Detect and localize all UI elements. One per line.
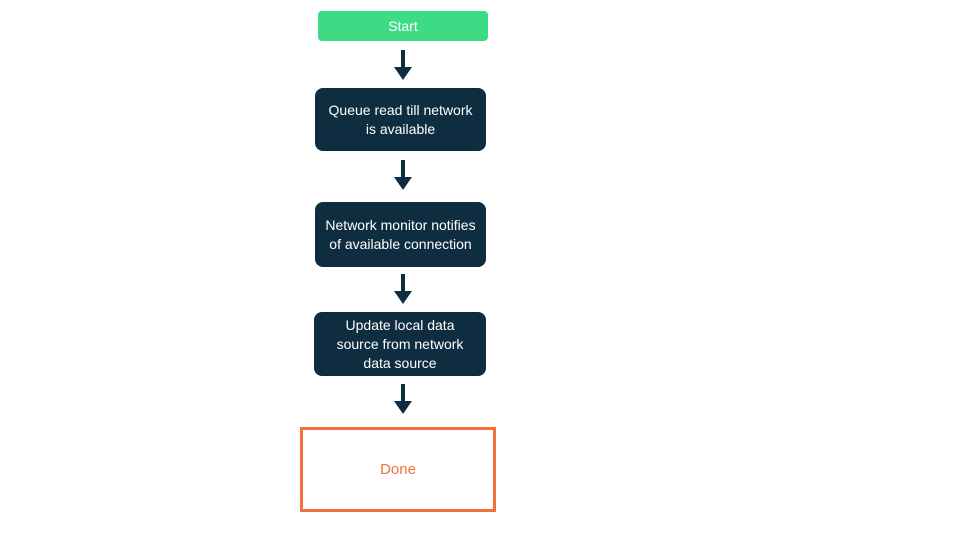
down-arrow bbox=[394, 274, 412, 304]
arrowhead-icon bbox=[394, 291, 412, 304]
down-arrow bbox=[394, 50, 412, 80]
flow-node-network-monitor: Network monitor notifies of available co… bbox=[315, 202, 486, 267]
arrowhead-icon bbox=[394, 401, 412, 414]
flow-node-queue-read: Queue read till network is available bbox=[315, 88, 486, 151]
down-arrow bbox=[394, 384, 412, 414]
arrowhead-icon bbox=[394, 177, 412, 190]
arrow-stem bbox=[401, 160, 405, 177]
flow-node-start: Start bbox=[318, 11, 488, 41]
flow-node-update-local-data: Update local data source from network da… bbox=[314, 312, 486, 376]
down-arrow bbox=[394, 160, 412, 190]
arrow-stem bbox=[401, 50, 405, 67]
arrow-stem bbox=[401, 274, 405, 291]
arrowhead-icon bbox=[394, 67, 412, 80]
flow-node-done: Done bbox=[300, 427, 496, 512]
arrow-stem bbox=[401, 384, 405, 401]
